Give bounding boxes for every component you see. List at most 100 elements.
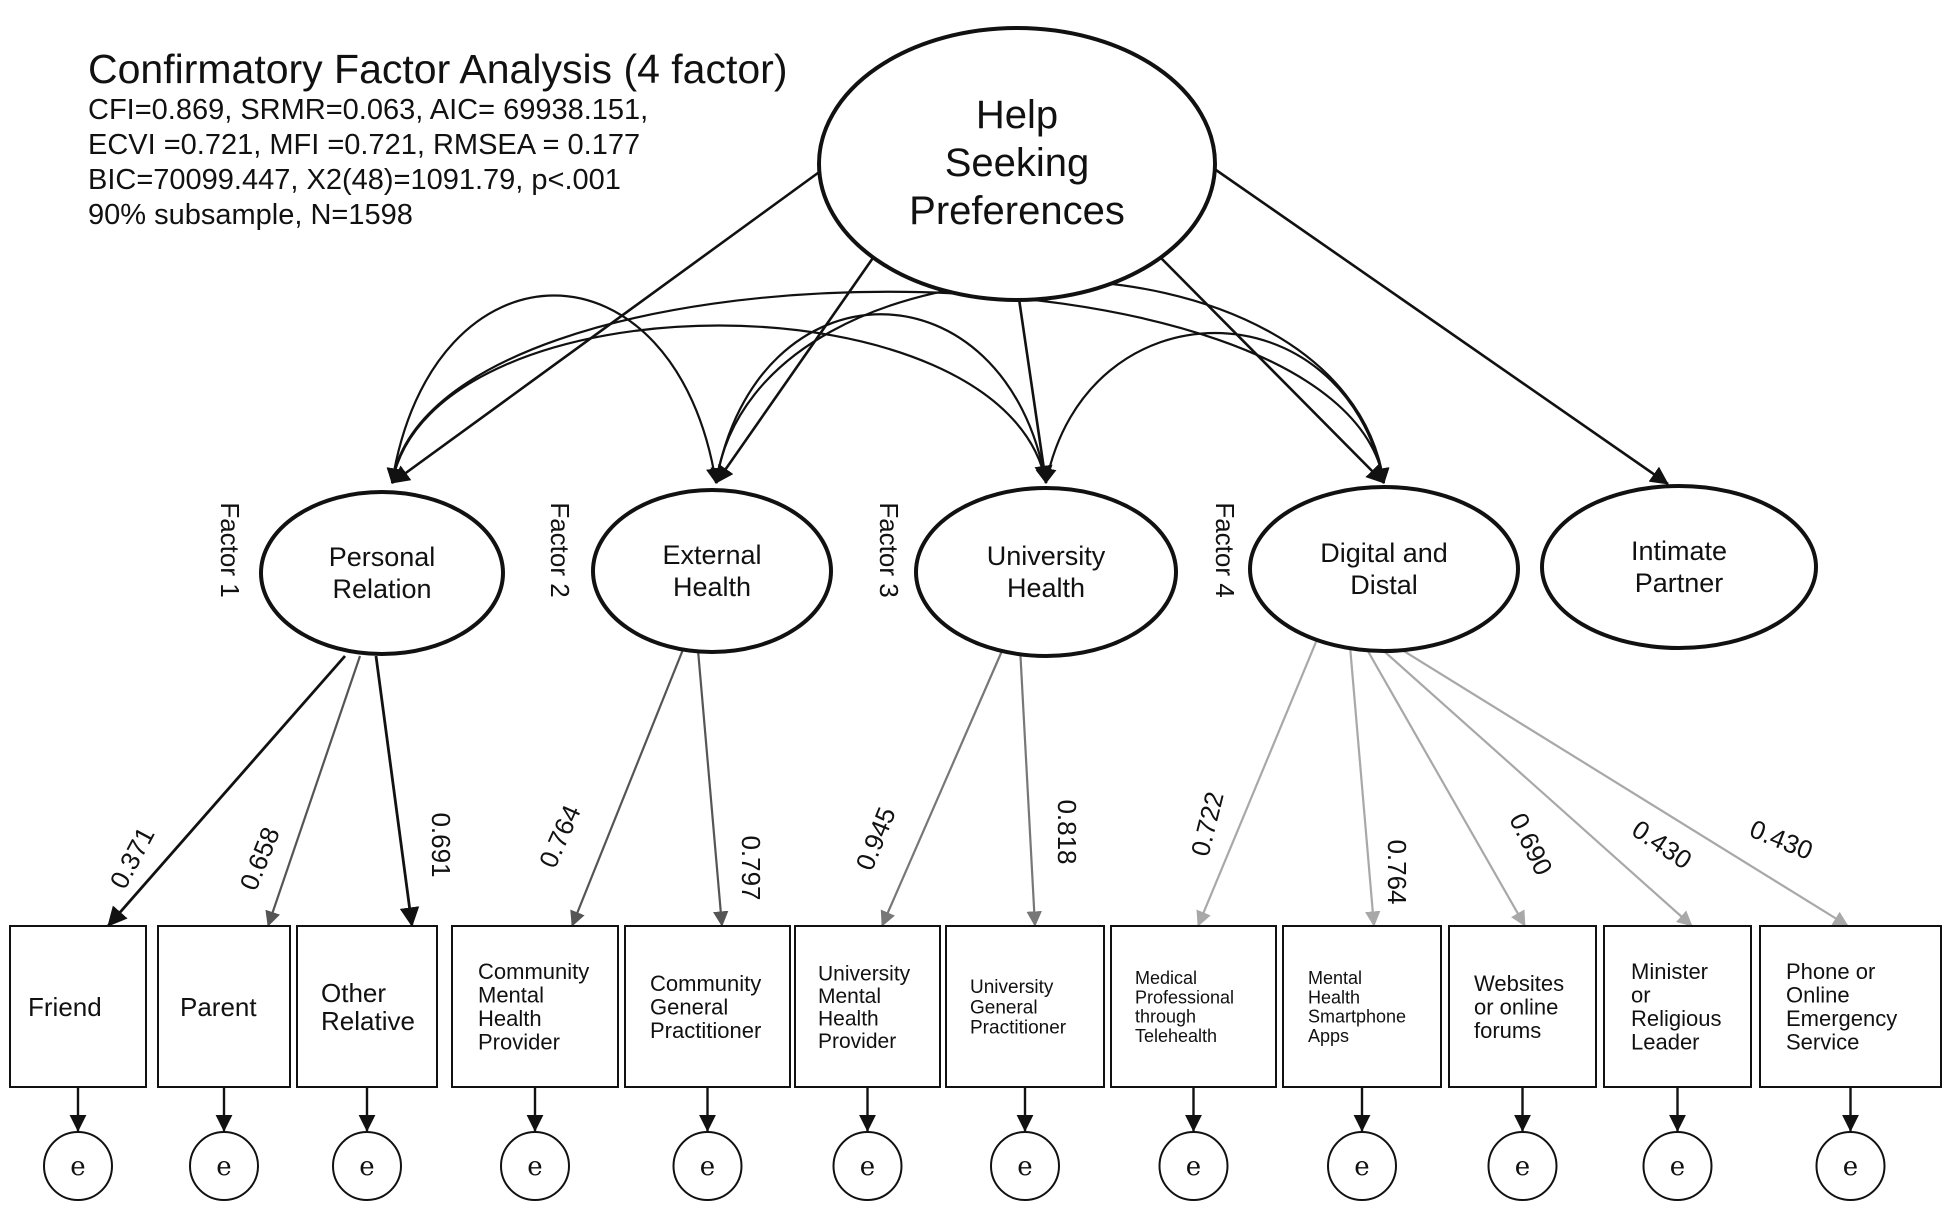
fit-line-3: BIC=70099.447, X2(48)=1091.79, p<.001 [88,164,621,196]
loading-path-university-mental-health-provider [880,643,1007,927]
factor-label-external-health: Health [673,572,751,602]
error-term-friend: e [43,1131,113,1201]
indicator-label-websites-online-forums: or online [1474,994,1558,1019]
covariance-personal-relation-external-health [386,294,722,484]
factor-label-university-health: University [987,541,1106,571]
help-seeking-preferences-label: Help [976,93,1058,137]
indicator-label-medical-professional-telehealth: Medical [1135,968,1197,988]
loading-value-websites-online-forums: 0.690 [1503,808,1558,880]
error-term-parent: e [189,1131,259,1201]
indicator-label-mental-health-smartphone-apps: Smartphone [1308,1007,1406,1027]
loading-path-community-mental-health-provider [570,646,686,927]
indicator-label-university-general-practitioner: University [970,977,1054,998]
indicator-label-phone-online-emergency: Phone or [1786,959,1875,984]
loading-path-parent [265,655,362,927]
error-term-phone-online-emergency: e [1815,1131,1886,1201]
factor-label-personal-relation: Personal [329,542,436,572]
indicator-label-medical-professional-telehealth: through [1135,1007,1196,1027]
error-label: e [1017,1152,1032,1182]
error-term-community-general-practitioner: e [672,1131,743,1201]
indicator-label-minister-religious-leader: Religious [1631,1006,1722,1031]
error-label: e [860,1152,875,1182]
error-label: e [700,1152,715,1182]
loading-path-university-general-practitioner [1018,646,1042,927]
indicator-label-university-mental-health-provider: Mental [818,985,881,1008]
covariance-personal-relation-university-health [387,324,1051,484]
indicator-label-other-relative: Relative [321,1006,415,1036]
indicator-label-phone-online-emergency: Emergency [1786,1006,1897,1031]
indicator-label-mental-health-smartphone-apps: Mental [1308,968,1362,988]
indicator-label-minister-religious-leader: or [1631,983,1651,1008]
loading-value-minister-religious-leader: 0.430 [1627,814,1698,875]
error-label: e [527,1152,542,1182]
indicator-label-university-mental-health-provider: Health [818,1007,879,1030]
indicator-label-websites-online-forums: Websites [1474,971,1564,996]
indicator-label-minister-religious-leader: Minister [1631,959,1708,984]
indicator-label-medical-professional-telehealth: Telehealth [1135,1026,1217,1046]
loading-value-community-general-practitioner: 0.797 [736,835,766,900]
indicator-label-community-mental-health-provider: Provider [478,1030,560,1055]
error-label: e [1843,1152,1858,1182]
indicator-label-university-general-practitioner: General [970,997,1038,1018]
covariance-external-health-university-health [710,313,1052,484]
factor-label-digital-distal: Digital and [1320,538,1448,568]
factor-label-university-health: Health [1007,573,1085,603]
indicator-box-friend: Friend [9,925,147,1088]
indicator-label-university-mental-health-provider: University [818,962,911,985]
indicator-label-community-mental-health-provider: Community [478,959,589,984]
loading-value-university-mental-health-provider: 0.945 [850,803,902,875]
error-label: e [216,1152,231,1182]
loading-value-medical-professional-telehealth: 0.722 [1185,789,1230,859]
loading-value-phone-online-emergency: 0.430 [1746,814,1818,866]
indicator-label-university-general-practitioner: Practitioner [970,1018,1067,1039]
error-term-community-mental-health-provider: e [500,1131,570,1201]
structural-path-university-health [1016,291,1053,484]
indicator-box-parent: Parent [157,925,291,1088]
indicator-label-community-general-practitioner: Community [650,971,761,996]
indicator-label-medical-professional-telehealth: Professional [1135,987,1234,1007]
factor-label-intimate-partner: Partner [1635,568,1724,598]
covariance-university-health-digital-distal [1041,331,1389,484]
error-label: e [1354,1152,1369,1182]
error-term-minister-religious-leader: e [1642,1131,1713,1201]
indicator-label-parent: Parent [180,992,257,1022]
fit-line-2: ECVI =0.721, MFI =0.721, RMSEA = 0.177 [88,129,641,161]
loading-path-friend [106,655,347,927]
factor-label-intimate-partner: Intimate [1631,536,1727,566]
indicator-label-mental-health-smartphone-apps: Apps [1308,1026,1349,1046]
factor-covariances [386,279,1390,484]
structural-path-personal-relation [391,168,823,485]
loading-value-community-mental-health-provider: 0.764 [533,801,587,873]
error-label: e [359,1152,374,1182]
fit-line-4: 90% subsample, N=1598 [88,199,413,231]
error-term-other-relative: e [332,1131,402,1201]
loading-path-community-general-practitioner [696,649,729,927]
fit-line-1: CFI=0.869, SRMR=0.063, AIC= 69938.151, [88,94,649,126]
error-label: e [1670,1152,1685,1182]
loading-value-university-general-practitioner: 0.818 [1052,799,1082,864]
indicator-label-phone-online-emergency: Service [1786,1030,1859,1055]
indicator-label-community-general-practitioner: Practitioner [650,1018,761,1043]
factor-number-label: Factor 4 [1210,502,1240,597]
help-seeking-preferences-label: Preferences [909,189,1125,233]
error-label: e [1515,1152,1530,1182]
factor-label-digital-distal: Distal [1350,570,1418,600]
indicator-label-mental-health-smartphone-apps: Health [1308,987,1360,1007]
indicator-label-minister-religious-leader: Leader [1631,1030,1700,1055]
factor-label-external-health: External [662,540,761,570]
